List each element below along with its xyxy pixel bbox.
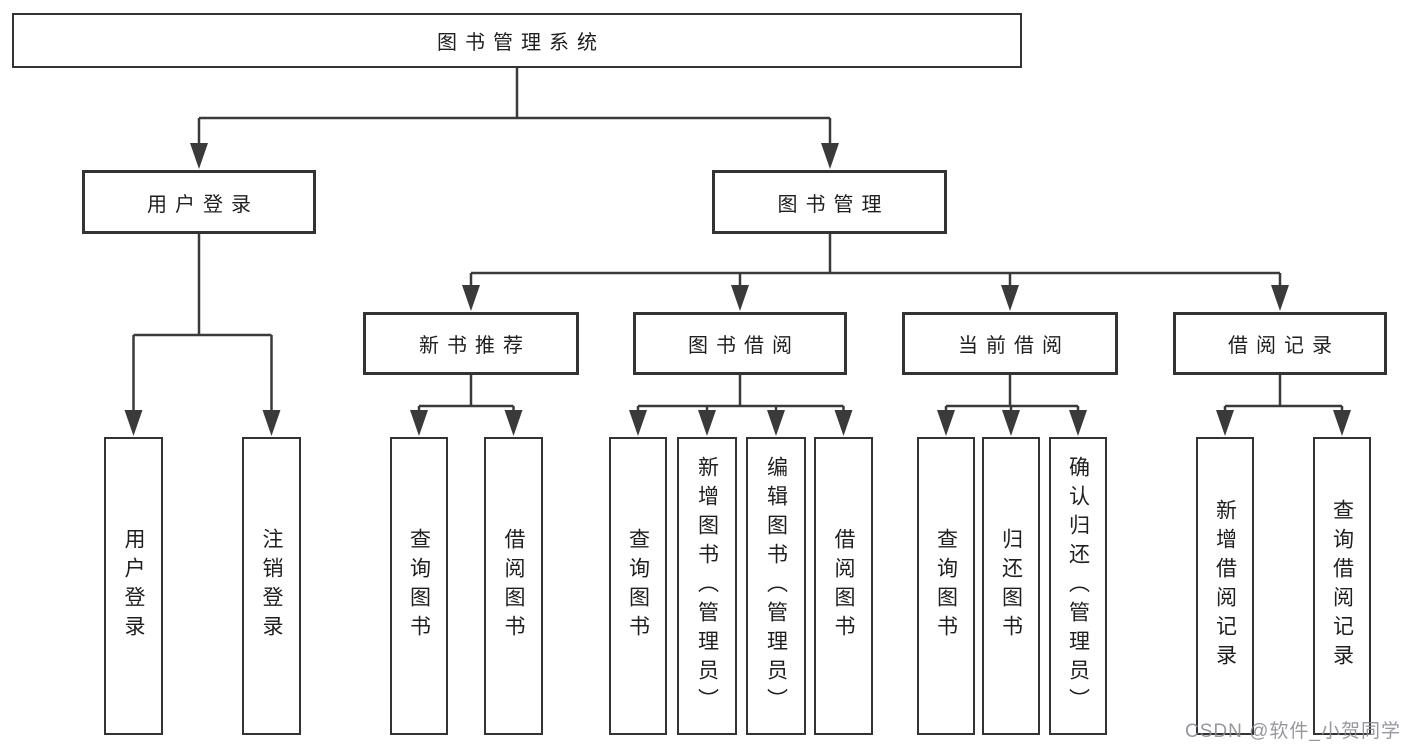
node-current-borrow: 当前借阅 <box>902 312 1118 375</box>
node-root-label: 图书管理系统 <box>437 32 605 54</box>
leaf-edit-books-admin-label: 编辑图书（管理员） <box>764 455 788 717</box>
node-new-book-recommend: 新书推荐 <box>363 312 579 375</box>
leaf-return-books-label: 归还图书 <box>999 528 1023 644</box>
leaf-query-borrow-record: 查询借阅记录 <box>1313 437 1371 735</box>
node-book-borrow: 图书借阅 <box>633 312 847 375</box>
leaf-query-books-2-label: 查询图书 <box>626 528 650 644</box>
leaf-confirm-return-admin: 确认归还（管理员） <box>1049 437 1107 735</box>
leaf-query-books-2: 查询图书 <box>609 437 667 735</box>
leaf-borrow-books-2-label: 借阅图书 <box>832 528 855 644</box>
csdn-watermark: CSDN @软件_小贺同学 <box>1185 721 1401 742</box>
node-current-borrow-label: 当前借阅 <box>958 335 1070 357</box>
leaf-add-borrow-record-label: 新增借阅记录 <box>1213 499 1237 673</box>
leaf-query-books-1-label: 查询图书 <box>407 528 431 644</box>
leaf-borrow-books-1: 借阅图书 <box>484 437 543 735</box>
leaf-user-login: 用户登录 <box>104 437 163 735</box>
leaf-return-books: 归还图书 <box>982 437 1040 735</box>
leaf-add-books-admin: 新增图书（管理员） <box>677 437 737 735</box>
leaf-confirm-return-admin-label: 确认归还（管理员） <box>1066 455 1090 717</box>
leaf-query-books-3: 查询图书 <box>917 437 975 735</box>
node-book-management: 图书管理 <box>712 170 947 234</box>
node-user-login: 用户登录 <box>82 170 316 234</box>
leaf-query-books-3-label: 查询图书 <box>934 528 958 644</box>
leaf-user-login-label: 用户登录 <box>122 528 145 644</box>
leaf-add-borrow-record: 新增借阅记录 <box>1196 437 1254 735</box>
node-book-management-label: 图书管理 <box>777 193 890 216</box>
leaf-logout: 注销登录 <box>242 437 301 735</box>
leaf-add-books-admin-label: 新增图书（管理员） <box>695 455 719 717</box>
node-user-login-label: 用户登录 <box>147 193 259 216</box>
leaf-edit-books-admin: 编辑图书（管理员） <box>746 437 806 735</box>
leaf-borrow-books-2: 借阅图书 <box>814 437 873 735</box>
node-book-borrow-label: 图书借阅 <box>688 335 800 357</box>
node-new-book-recommend-label: 新书推荐 <box>419 335 531 357</box>
node-borrow-records: 借阅记录 <box>1173 312 1387 375</box>
leaf-logout-label: 注销登录 <box>260 528 283 644</box>
leaf-query-books-1: 查询图书 <box>390 437 448 735</box>
node-borrow-records-label: 借阅记录 <box>1228 335 1340 357</box>
leaf-query-borrow-record-label: 查询借阅记录 <box>1330 499 1354 673</box>
node-root: 图书管理系统 <box>12 13 1022 68</box>
leaf-borrow-books-1-label: 借阅图书 <box>502 528 525 644</box>
